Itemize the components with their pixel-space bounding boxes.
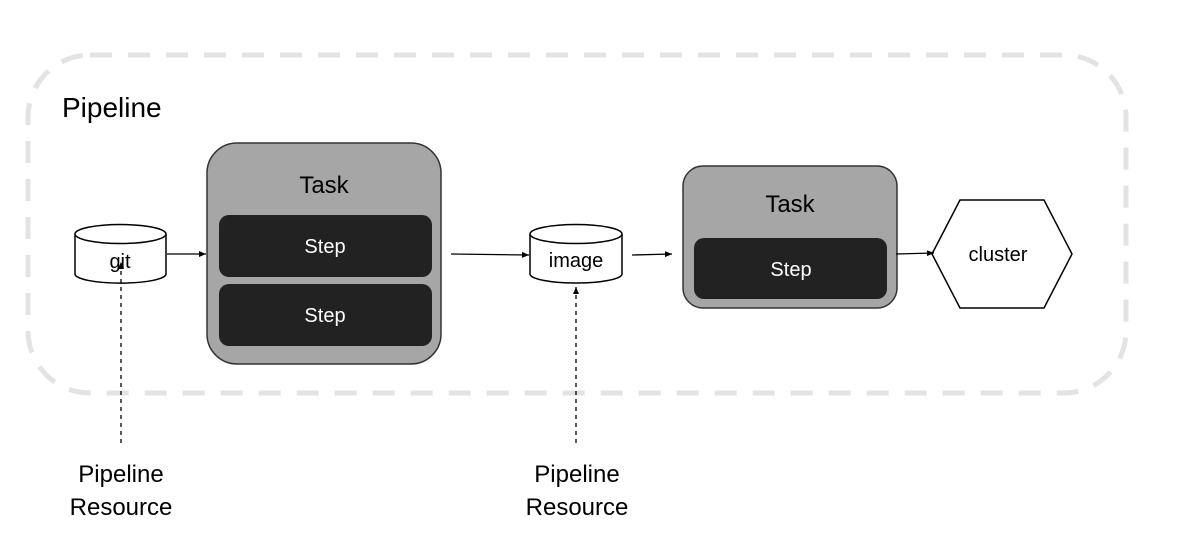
git-resource: git [74,223,167,284]
image-cylinder-top [529,223,623,245]
task-2: Task Step [682,165,898,309]
task-2-step-1-box [694,238,887,299]
cluster-hexagon [931,199,1073,309]
caption-1-line-1: Pipeline [78,461,163,488]
pipeline-label: Pipeline [62,92,162,123]
caption-2-line-1: Pipeline [534,461,619,488]
image-resource: image [529,223,623,284]
image-cylinder-body [529,234,623,284]
task-2-label: Task [765,191,815,218]
task-1-step-2-label: Step [304,305,345,327]
caption-1-line-2: Resource [70,494,173,521]
task-1: Task Step Step [206,142,442,365]
pipeline-boundary [25,52,1129,396]
cluster-node: cluster [931,199,1073,309]
task-1-step-1-label: Step [304,236,345,258]
arrow-task-2-to-cluster [895,250,935,257]
image-label: image [549,250,603,272]
caption-2-line-2: Resource [526,494,629,521]
task-1-step-1-box [219,215,432,277]
arrow-image-to-task-2 [631,251,673,258]
arrow-task-1-to-image [450,251,530,258]
task-2-step-1-label: Step [770,259,811,281]
cluster-label: cluster [969,244,1028,266]
git-cylinder-top [74,223,167,245]
task-1-label: Task [299,172,349,199]
task-1-step-2-box [219,284,432,346]
git-cylinder-body [74,234,167,284]
git-label: git [109,251,131,273]
